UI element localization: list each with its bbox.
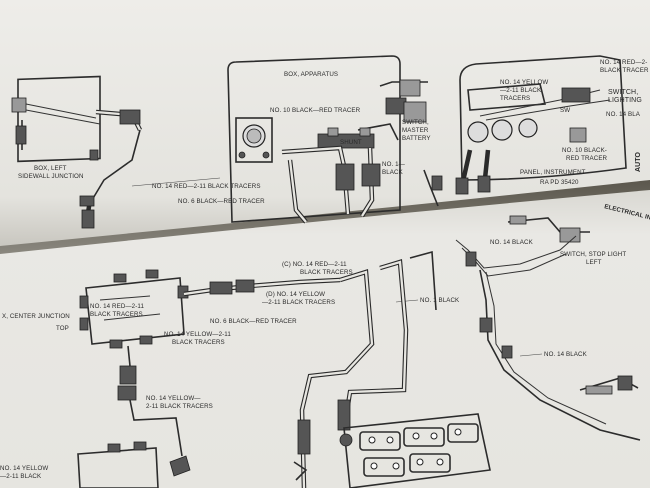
- wire-no14-yellow-low-label-2: —2-11 BLACK: [0, 473, 42, 480]
- wire-no14-black-right-label: NO. 14 BLACK: [544, 351, 588, 358]
- box-center-junction: [79, 269, 341, 457]
- box-left-label-2: SIDEWALL JUNCTION: [18, 173, 84, 180]
- wire-no14-yellow-label-1: NO. 14 YELLOW: [500, 79, 548, 86]
- wire-no14-yellow-mid-label-1: NO. 14 YELLOW—: [146, 395, 201, 402]
- switch-master-label-2: MASTER: [402, 127, 429, 134]
- switch-stop-light-label-2: LEFT: [586, 259, 602, 266]
- shunt-label: SHUNT: [340, 139, 362, 146]
- wire-no14-red-bl-label-1: NO. 14 RED—2-11: [90, 303, 144, 310]
- box-apparatus-label: BOX, APPARATUS: [284, 71, 338, 78]
- main-wiring-harness: [293, 250, 437, 488]
- switch-master-label-3: BATTERY: [402, 135, 431, 142]
- box-left-label-1: BOX, LEFT: [34, 165, 67, 172]
- switch-stop-light-label-1: SWITCH, STOP LIGHT: [560, 251, 626, 258]
- wire-no14-right-label: NO. 14 BLA: [606, 111, 641, 118]
- wire-no10-label: NO. 10 BLACK—RED TRACER: [270, 107, 361, 114]
- wire-no6-bottom-label: NO. 6 BLACK—RED TRACER: [210, 318, 297, 325]
- stop-light-wiring: [455, 215, 641, 441]
- switch-lighting-label-2: LIGHTING: [608, 97, 642, 104]
- page-ref-label: RA PD 35420: [540, 179, 579, 186]
- panel-instrument: [423, 55, 627, 207]
- switch-master-label-1: SWITCH,: [402, 119, 429, 126]
- wire-no1-label-1: NO. 1—: [382, 161, 406, 168]
- center-junction-label: X, CENTER JUNCTION: [2, 313, 70, 320]
- top-page-diagram: BOX, LEFT SIDEWALL JUNCTION: [11, 55, 649, 229]
- sw-label: SW: [560, 107, 570, 114]
- top-label: TOP: [56, 325, 69, 332]
- side-tab-label: AUTO: [635, 151, 642, 172]
- panel-instrument-label: PANEL, INSTRUMENT: [520, 169, 586, 176]
- wire-no1-label-2: BLACK: [382, 169, 404, 176]
- wire-d-label-2: —2-11 BLACK TRACERS: [262, 299, 335, 306]
- wire-no14-black-top-label: NO. 14 BLACK: [490, 239, 534, 246]
- wire-no14-yellow-low-label-1: NO. 14 YELLOW: [0, 465, 48, 472]
- wire-no14-red-top-label-2: BLACK TRACER: [600, 67, 649, 74]
- wire-c-label-2: BLACK TRACERS: [300, 269, 353, 276]
- box-apparatus: [227, 55, 428, 224]
- wire-no14-yellow-bl-label-1: NO. 14 YELLOW—2-11: [164, 331, 231, 338]
- box-left-sidewall-junction: [11, 75, 143, 229]
- wire-c-label-1: (C) NO. 14 RED—2-11: [282, 261, 347, 268]
- wire-no14-yellow-mid-label-2: 2-11 BLACK TRACERS: [146, 403, 213, 410]
- wire-no14-yellow-label-3: TRACERS: [500, 95, 530, 102]
- wire-no14-yellow-label-2: —2-11 BLACK: [500, 87, 542, 94]
- wire-no14-red-bl-label-2: BLACK TRACERS: [90, 311, 143, 318]
- bottom-page: [0, 190, 650, 488]
- wire-no10-red-label-2: RED TRACER: [566, 155, 608, 162]
- wire-d-label-1: (D) NO. 14 YELLOW: [266, 291, 325, 298]
- wire-no10-red-label-1: NO. 10 BLACK-: [562, 147, 607, 154]
- switch-lighting-label-1: SWITCH,: [608, 89, 638, 96]
- wire-no1-black-label: NO. 1 BLACK: [420, 297, 460, 304]
- box-lower-left: [77, 441, 191, 488]
- wire-no14-red-label: NO. 14 RED—2-11 BLACK TRACERS: [152, 183, 261, 190]
- wire-no6-label: NO. 6 BLACK—RED TRACER: [178, 198, 265, 205]
- wire-no14-red-top-label-1: NO. 14 RED—2-: [600, 59, 647, 66]
- battery: [339, 413, 491, 488]
- wire-no14-yellow-bl-label-2: BLACK TRACERS: [172, 339, 225, 346]
- bottom-page-diagram: X, CENTER JUNCTION TOP NO. 14 RED—2-11 B…: [0, 203, 650, 488]
